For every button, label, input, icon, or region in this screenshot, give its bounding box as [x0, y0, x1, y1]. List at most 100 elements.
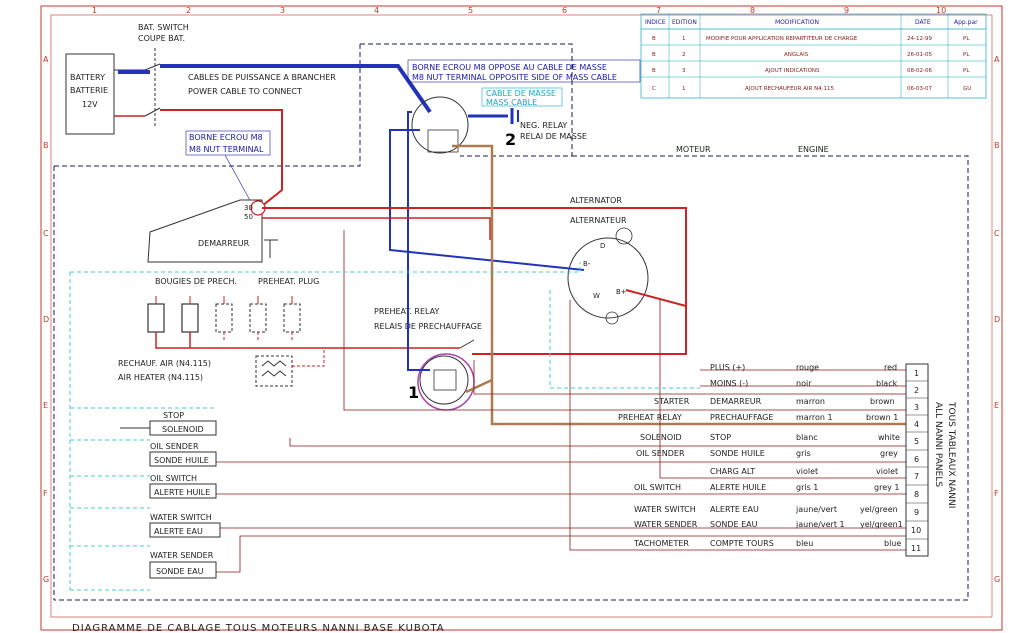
- alternator-label-en: ALTERNATOR: [570, 196, 622, 205]
- grid-row-label: C: [994, 229, 1000, 238]
- connector-label-fr: STOP: [710, 433, 731, 442]
- grid-row-label: G: [994, 575, 1000, 584]
- grid-row-label: E: [43, 401, 48, 410]
- rev-header: App.par: [954, 19, 978, 26]
- bat-switch-label-fr: COUPE BAT.: [138, 34, 185, 43]
- main-positive-wire: [262, 207, 687, 355]
- alternator: [567, 237, 649, 319]
- connector-label-en: PREHEAT RELAY: [618, 413, 682, 422]
- grid-row-label: A: [994, 55, 1000, 64]
- preheat-relay: [419, 355, 469, 405]
- rev-cell: 06-03-07: [907, 86, 932, 92]
- air-heater-label-fr: RECHAUF. AIR (N4.115): [118, 359, 211, 368]
- rev-header: EDITION: [672, 19, 697, 26]
- water-switch-label-en: WATER SWITCH: [150, 513, 212, 522]
- connector-color-en: white: [878, 433, 900, 442]
- grid-row-label: B: [994, 141, 1000, 150]
- water-sender: [149, 561, 217, 579]
- glow-plug-label-fr: BOUGIES DE PRECH.: [155, 277, 237, 286]
- control-wire-blue: [389, 129, 585, 271]
- grid-row-label: D: [43, 315, 49, 324]
- bat-switch-label-en: BAT. SWITCH: [138, 23, 189, 32]
- rev-header: INDICE: [645, 19, 666, 26]
- alternator-terminal-bplus: B+: [616, 288, 627, 296]
- grid-col-label: 9: [844, 6, 849, 15]
- connector-label-fr: PRECHAUFFAGE: [710, 413, 773, 422]
- starter: [147, 199, 263, 263]
- water-switch: [149, 522, 221, 538]
- mass-cable-label-en: MASS CABLE: [486, 98, 537, 107]
- preheat-relay-contact: [459, 339, 475, 349]
- connector-label-fr: CHARG ALT: [710, 467, 755, 476]
- connector-color-en: yel/green1: [860, 520, 903, 529]
- alternator-terminal-w: W: [593, 292, 600, 300]
- neg-relay-label-en: NEG. RELAY: [520, 121, 567, 130]
- connector-color-fr: noir: [796, 379, 812, 388]
- power-cable: [160, 64, 432, 114]
- grid-col-label: 8: [750, 6, 755, 15]
- glow-plug-label-en: PREHEAT. PLUG: [258, 277, 319, 286]
- connector-color-en: brown: [870, 397, 895, 406]
- mass-cable-label-fr: CABLE DE MASSE: [486, 89, 556, 98]
- grid-columns: 1 2 3 4 5 6 7 8 9 10: [92, 6, 946, 15]
- tacho-wire: [569, 300, 906, 551]
- glow-plug: [283, 303, 301, 333]
- alternator-terminal-bminus: B-: [583, 260, 591, 268]
- preheat-relay-label-fr: RELAIS DE PRECHAUFFAGE: [374, 322, 482, 331]
- grid-rows: A B C D E F G A B C D E F G: [43, 55, 1000, 584]
- rev-cell: AJOUT INDICATIONS: [765, 68, 820, 74]
- drawing-title: DIAGRAMME DE CABLAGE TOUS MOTEURS NANNI …: [72, 623, 445, 633]
- starter-label: DEMARREUR: [198, 239, 250, 248]
- glow-plug: [249, 303, 267, 333]
- connector-label-en: SOLENOID: [640, 433, 682, 442]
- connector-label-fr: COMPTE TOURS: [710, 539, 774, 548]
- connector-label-en: STARTER: [654, 397, 690, 406]
- grid-col-label: 4: [374, 6, 379, 15]
- oil-switch-label-fr: ALERTE HUILE: [154, 488, 210, 497]
- dashed-enclosures: [53, 43, 969, 601]
- connector-pin: 7: [914, 472, 919, 481]
- grid-col-label: 2: [186, 6, 191, 15]
- connector-label-en: WATER SENDER: [634, 520, 698, 529]
- connector-pin: 3: [914, 403, 919, 412]
- connector-color-fr: marron 1: [796, 413, 833, 422]
- rev-cell: 3: [682, 68, 686, 74]
- rev-cell: B: [652, 52, 656, 58]
- connector-label-en: PLUS (+): [710, 363, 745, 372]
- battery-label-en: BATTERY: [70, 73, 105, 82]
- rev-cell: PL: [963, 68, 970, 74]
- connector-labels: PLUS (+) rouge red MOINS (-) noir black …: [618, 363, 903, 548]
- battery-label-fr: BATTERIE: [70, 86, 108, 95]
- engine-label-fr: MOTEUR: [676, 145, 711, 154]
- sheet-inner-frame: [50, 14, 993, 618]
- rev-cell: PL: [963, 52, 970, 58]
- connector-label-fr: SONDE EAU: [710, 520, 758, 529]
- connector-color-fr: gris 1: [796, 483, 818, 492]
- connector-color-fr: jaune/vert 1: [795, 520, 845, 529]
- bat-switch-contact: [144, 107, 161, 117]
- opposite-terminal-label-en: M8 NUT TERMINAL OPPOSITE SIDE OF MASS CA…: [412, 73, 617, 82]
- grid-col-label: 7: [656, 6, 661, 15]
- starter-signal-wire: [343, 230, 906, 411]
- rev-cell: B: [652, 68, 656, 74]
- alternator-label-fr: ALTERNATEUR: [570, 216, 627, 225]
- rev-header: MODIFICATION: [775, 19, 819, 26]
- control-wire-blue: [407, 111, 430, 371]
- marker-1-highlight: [417, 353, 475, 411]
- connector-pin: 2: [914, 386, 919, 395]
- starter-terminal-30: 30: [244, 204, 253, 212]
- rev-header: DATE: [915, 19, 931, 26]
- starter-terminal-50: 50: [244, 213, 253, 221]
- connector-pin: 9: [914, 508, 919, 517]
- grid-row-label: F: [994, 489, 999, 498]
- panels-label-fr: TOUS TABLEAUX NANNI: [946, 401, 956, 508]
- bat-switch-contact: [144, 63, 161, 71]
- connector-color-fr: bleu: [796, 539, 813, 548]
- connector-label-en: TACHOMETER: [633, 539, 689, 548]
- battery-voltage: 12V: [82, 100, 98, 109]
- connector-label-en: OIL SENDER: [636, 449, 685, 458]
- connector-label-en: WATER SWITCH: [634, 505, 696, 514]
- connector-pin: 10: [911, 526, 921, 535]
- oil-switch-label-en: OIL SWITCH: [150, 474, 197, 483]
- rev-cell: 26-01-05: [907, 52, 932, 58]
